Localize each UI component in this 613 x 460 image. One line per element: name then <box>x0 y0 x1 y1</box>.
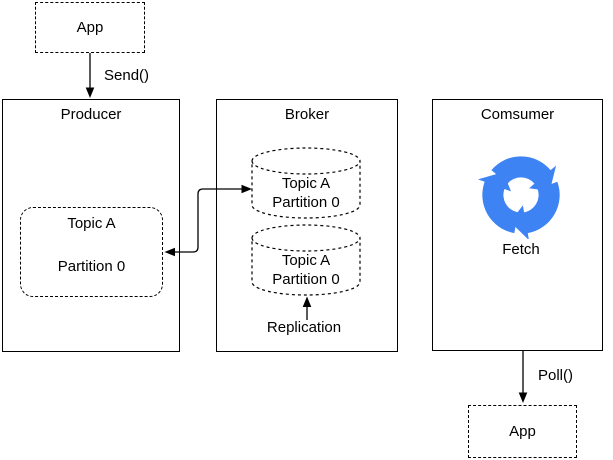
poll-arrow <box>518 351 528 403</box>
cylinder-2-label: Topic A Partition 0 <box>252 251 360 289</box>
producer-partition-node <box>20 207 163 297</box>
app-top-label: App <box>76 19 104 36</box>
app-bottom-node: App <box>468 405 577 458</box>
consumer-title: Comsumer <box>480 106 555 123</box>
app-bottom-label: App <box>509 423 536 440</box>
producer-node <box>2 99 180 352</box>
sync-arrows-icon <box>477 151 565 239</box>
broker-title: Broker <box>284 106 330 123</box>
cylinder-2-topic: Topic A <box>281 252 331 269</box>
send-label: Send() <box>104 67 150 84</box>
send-arrow <box>85 53 95 98</box>
cylinder-1-topic: Topic A <box>281 175 331 192</box>
broker-node <box>216 99 398 352</box>
fetch-label: Fetch <box>502 241 540 258</box>
producer-title: Producer <box>60 106 122 123</box>
consumer-node <box>432 99 603 351</box>
app-top-node: App <box>35 2 145 53</box>
replication-label: Replication <box>266 319 342 336</box>
cylinder-1-partition: Partition 0 <box>272 194 340 211</box>
producer-partition-number: Partition 0 <box>57 258 126 275</box>
producer-partition-topic: Topic A <box>67 215 116 232</box>
cylinder-1-label: Topic A Partition 0 <box>252 174 360 212</box>
cylinder-2-partition: Partition 0 <box>272 271 340 288</box>
poll-label: Poll() <box>538 367 574 384</box>
